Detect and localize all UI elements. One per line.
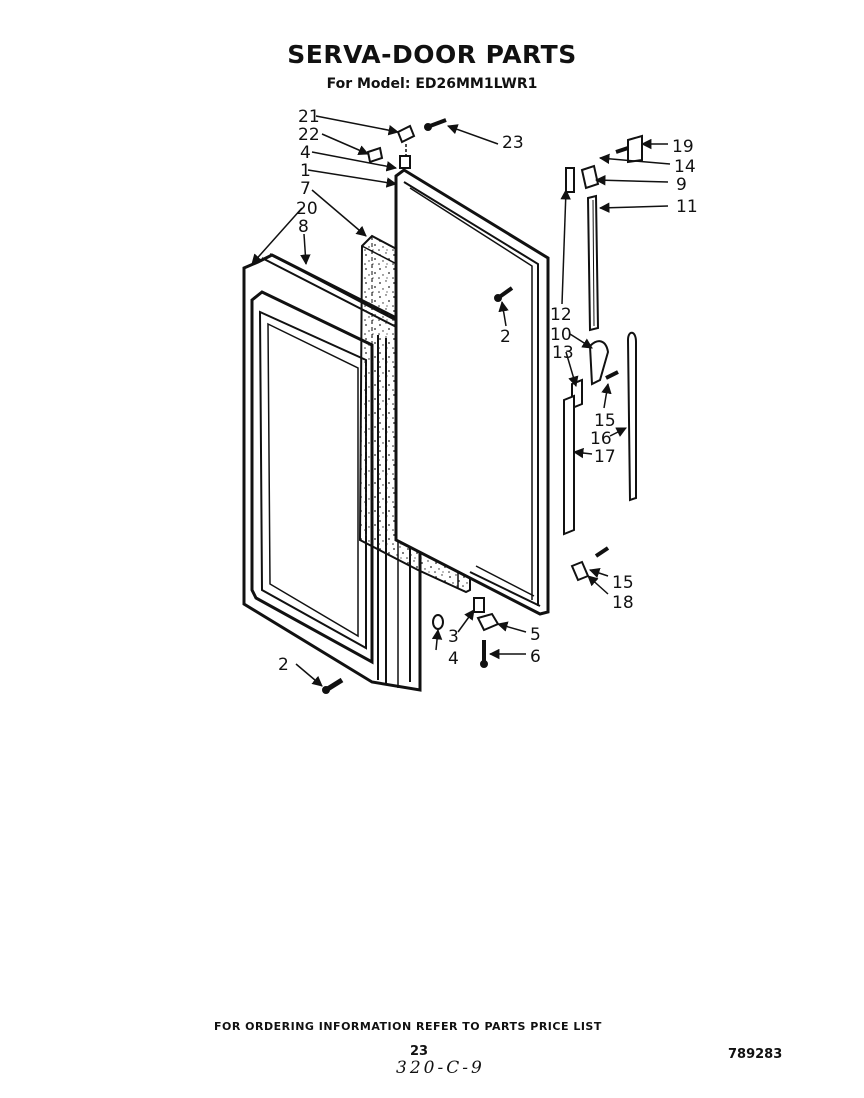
- handwritten-note: 320-C-9: [396, 1058, 485, 1078]
- callout-4-bottom: 4: [448, 649, 459, 669]
- handle-trim-11: [586, 194, 600, 332]
- callout-2-lower: 2: [278, 655, 289, 675]
- handle-trim-16: [626, 331, 637, 502]
- callout-19: 19: [672, 137, 694, 157]
- callout-3: 3: [448, 627, 459, 647]
- callout-4-top: 4: [300, 143, 311, 163]
- callout-8: 8: [298, 217, 309, 237]
- callout-7: 7: [300, 179, 311, 199]
- callout-11: 11: [676, 197, 698, 217]
- ordering-note: FOR ORDERING INFORMATION REFER TO PARTS …: [214, 1020, 602, 1033]
- callout-9: 9: [676, 175, 687, 195]
- callout-16: 16: [590, 429, 612, 449]
- callout-6: 6: [530, 647, 541, 667]
- page-number: 23: [410, 1044, 429, 1059]
- callout-1: 1: [300, 161, 311, 181]
- callout-14: 14: [674, 157, 696, 177]
- callout-13: 13: [552, 343, 574, 363]
- callout-23: 23: [502, 133, 524, 153]
- callout-22: 22: [298, 125, 320, 145]
- handle-10: [588, 340, 610, 386]
- callout-18: 18: [612, 593, 634, 613]
- screw-2-lower: [322, 677, 344, 694]
- callout-10: 10: [550, 325, 572, 345]
- screw-23: [424, 118, 447, 131]
- callout-12: 12: [550, 305, 572, 325]
- catalog-number: 789283: [728, 1047, 783, 1062]
- callout-20: 20: [296, 199, 318, 219]
- callout-15-lower: 15: [612, 573, 634, 593]
- top-hinge-assembly: [366, 118, 447, 169]
- callout-5: 5: [530, 625, 541, 645]
- bottom-hinge-assembly: [432, 597, 500, 668]
- bracket-18: [570, 546, 610, 582]
- page-title: SERVA-DOOR PARTS: [287, 40, 577, 69]
- callout-15-upper: 15: [594, 411, 616, 431]
- callout-21: 21: [298, 107, 320, 127]
- model-subtitle: For Model: ED26MM1LWR1: [326, 76, 538, 92]
- screw-2-upper: [494, 286, 514, 302]
- handle-bracket-parts: [565, 134, 643, 193]
- handle-trim-17: [563, 394, 575, 536]
- callout-17: 17: [594, 447, 616, 467]
- inner-door-liner: [394, 168, 550, 616]
- callout-2-upper: 2: [500, 327, 511, 347]
